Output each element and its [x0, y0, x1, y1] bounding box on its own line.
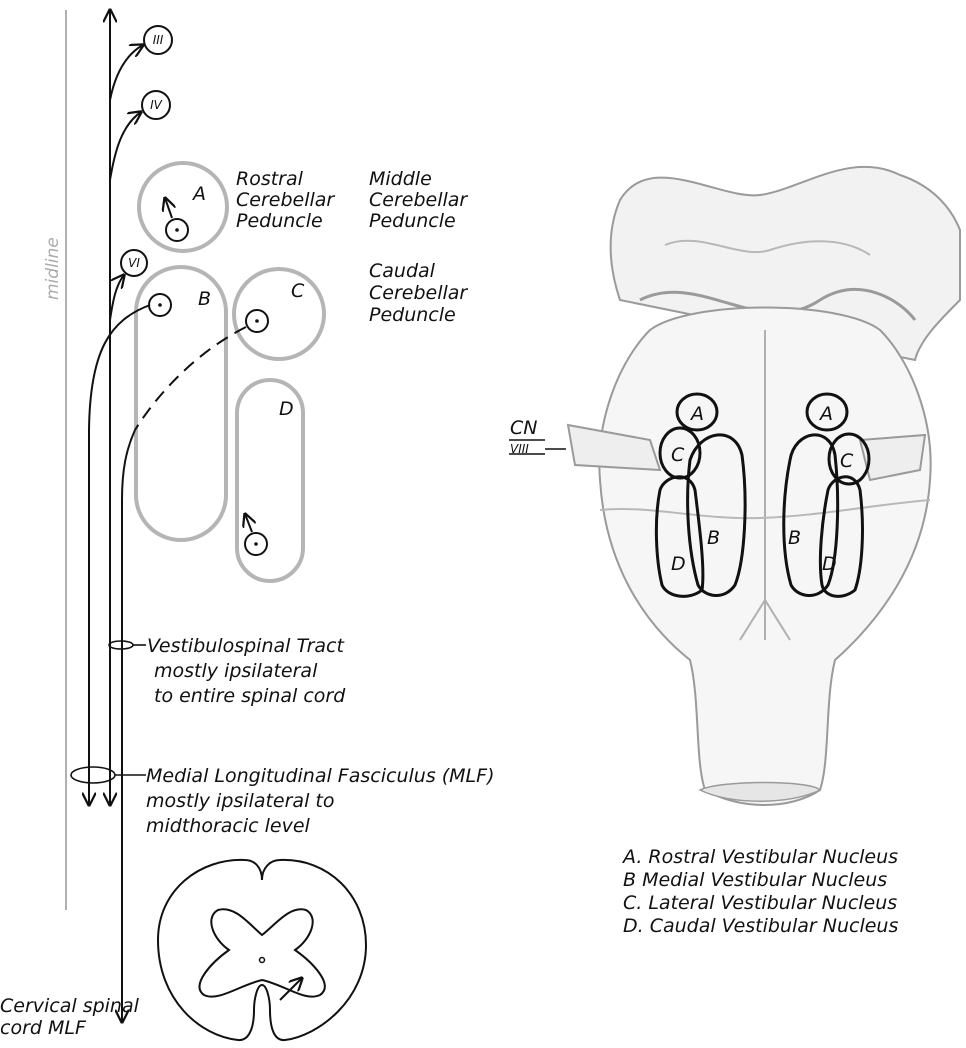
nucleus-a-letter: A [191, 183, 206, 205]
mlf-fiber-from-b [89, 305, 150, 805]
left-letter-b: B [707, 527, 720, 549]
cn-iii-branch [110, 45, 143, 100]
right-letter-c: C [840, 450, 854, 472]
left-letter-a: A [689, 403, 704, 425]
nucleus-b-schematic: B [136, 267, 226, 540]
brainstem-illustration: A C B D A C B D CN VIII A. Rostral Vesti… [509, 167, 960, 937]
legend-item-d: D. Caudal Vestibular Nucleus [623, 915, 898, 937]
left-letter-c: C [671, 444, 685, 466]
nuclei-legend: A. Rostral Vestibular Nucleus B Medial V… [621, 846, 904, 937]
spinal-cord-cross-section [158, 860, 366, 1040]
midline-label: midline [43, 237, 63, 300]
mlf-label: Medial Longitudinal Fasciculus (MLF) mos… [146, 765, 501, 837]
cn-vi-nucleus: VI [121, 250, 147, 276]
legend-item-a: A. Rostral Vestibular Nucleus [621, 846, 898, 868]
caudal-peduncle-label: Caudal Cerebellar Peduncle [369, 260, 473, 326]
legend-item-b: B Medial Vestibular Nucleus [623, 869, 887, 891]
cn-iii-nucleus: III [144, 26, 172, 54]
nucleus-d-letter: D [279, 398, 294, 420]
middle-peduncle-label: Middle Cerebellar Peduncle [369, 168, 473, 232]
rostral-peduncle-label: Rostral Cerebellar Peduncle [236, 168, 340, 232]
right-letter-a: A [818, 403, 833, 425]
nucleus-d-schematic: D [237, 380, 303, 581]
vestibulospinal-label: Vestibulospinal Tract mostly ipsilateral… [147, 635, 350, 707]
cn-iii-label: III [153, 33, 164, 47]
cn-viii-label: CN VIII [509, 417, 566, 456]
nucleus-c-letter: C [291, 280, 305, 302]
cn-iv-branch [110, 112, 141, 180]
cn-iv-nucleus: IV [142, 91, 170, 119]
right-letter-d: D [822, 553, 837, 575]
nucleus-a-schematic: A [139, 163, 227, 251]
cn-vi-branch [110, 275, 124, 320]
left-letter-d: D [671, 553, 686, 575]
nucleus-b-letter: B [198, 288, 211, 310]
nucleus-c-schematic: C [234, 269, 324, 359]
vestibulospinal-fiber-dashed [135, 327, 246, 430]
cn-iv-label: IV [150, 98, 163, 112]
mlf-bundle-marker [71, 767, 115, 783]
vestibulospinal-fiber [122, 430, 135, 1022]
cn-vi-label: VI [128, 256, 140, 270]
right-letter-b: B [788, 527, 801, 549]
legend-item-c: C. Lateral Vestibular Nucleus [623, 892, 897, 914]
schematic-panel: midline III IV VI A [0, 10, 501, 1040]
cn-label-top: CN [510, 417, 537, 439]
cervical-spinal-cord-label: Cervical spinal cord MLF [0, 995, 145, 1039]
